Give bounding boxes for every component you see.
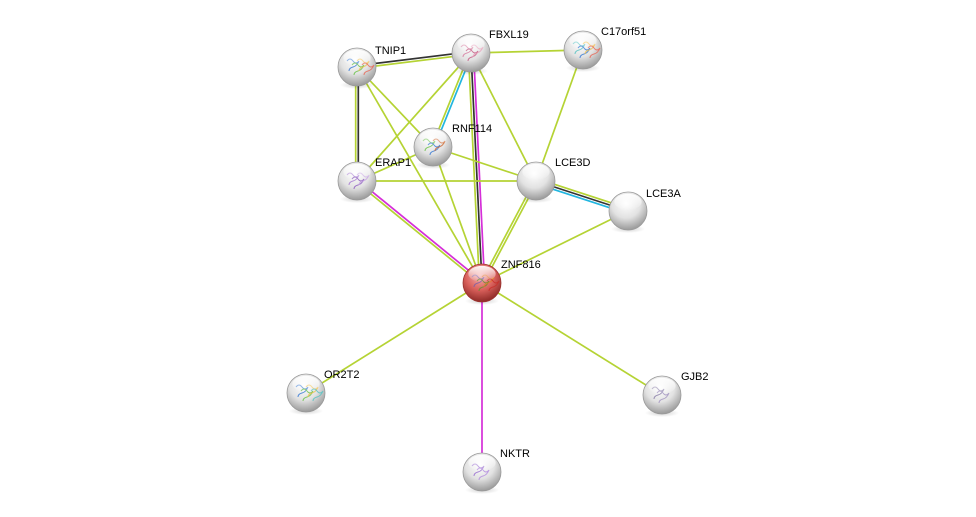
edge-erap1-znf816[interactable]	[355, 179, 484, 285]
edges-layer	[305, 49, 663, 472]
edge-line-textmining	[432, 146, 483, 284]
edge-znf816-or2t2[interactable]	[305, 282, 483, 394]
node-fbxl19[interactable]: FBXL19	[451, 29, 529, 75]
node-rnf114[interactable]: RNF114	[413, 123, 492, 169]
node-label: GJB2	[681, 371, 709, 383]
node-nktr[interactable]: NKTR	[462, 448, 530, 494]
node-label: LCE3D	[555, 157, 591, 169]
node-highlight	[419, 129, 447, 146]
edge-line-textmining	[470, 52, 537, 182]
edge-line-textmining	[467, 53, 481, 284]
edge-c17orf51-lce3d[interactable]	[535, 49, 584, 182]
edge-lce3a-znf816[interactable]	[481, 210, 629, 284]
edge-line-textmining	[305, 282, 483, 394]
node-erap1[interactable]: ERAP1	[337, 157, 411, 203]
node-highlight	[343, 49, 371, 66]
node-label: ERAP1	[375, 157, 411, 169]
node-znf816[interactable]: ZNF816	[462, 259, 541, 305]
edge-line-experimental	[472, 52, 486, 283]
node-highlight	[614, 193, 642, 210]
edge-line-textmining	[355, 181, 482, 285]
edge-rnf114-znf816[interactable]	[432, 146, 483, 284]
node-highlight	[569, 32, 597, 49]
node-highlight	[648, 377, 676, 394]
node-label: FBXL19	[489, 29, 529, 41]
node-or2t2[interactable]: OR2T2	[286, 369, 359, 415]
edge-tnip1-znf816[interactable]	[356, 66, 483, 284]
node-highlight	[343, 163, 371, 180]
edge-line-textmining	[356, 66, 483, 284]
edge-fbxl19-znf816[interactable]	[467, 52, 486, 284]
node-highlight	[522, 163, 550, 180]
node-label: LCE3A	[646, 188, 682, 200]
node-c17orf51[interactable]: C17orf51	[563, 26, 646, 72]
node-highlight	[468, 454, 496, 471]
node-tnip1[interactable]: TNIP1	[337, 45, 406, 89]
edge-line-textmining	[481, 210, 629, 284]
node-highlight	[468, 265, 496, 282]
node-lce3d[interactable]: LCE3D	[516, 157, 591, 203]
edge-line-textmining	[481, 282, 663, 396]
edge-line-coexpression	[470, 52, 483, 284]
node-label: TNIP1	[375, 45, 406, 57]
edge-line-experimental	[357, 179, 484, 283]
edge-fbxl19-erap1[interactable]	[356, 52, 472, 182]
node-highlight	[457, 35, 485, 52]
edge-fbxl19-lce3d[interactable]	[470, 52, 537, 182]
edge-znf816-gjb2[interactable]	[481, 282, 663, 396]
node-label: OR2T2	[324, 369, 359, 381]
node-label: RNF114	[452, 123, 492, 135]
node-label: NKTR	[500, 448, 530, 460]
edge-line-textmining	[535, 49, 584, 182]
node-label: C17orf51	[601, 26, 646, 38]
node-gjb2[interactable]: GJB2	[642, 371, 709, 417]
node-highlight	[292, 375, 320, 392]
node-lce3a[interactable]: LCE3A	[608, 188, 682, 233]
node-label: ZNF816	[501, 259, 541, 271]
edge-line-textmining	[356, 52, 472, 182]
